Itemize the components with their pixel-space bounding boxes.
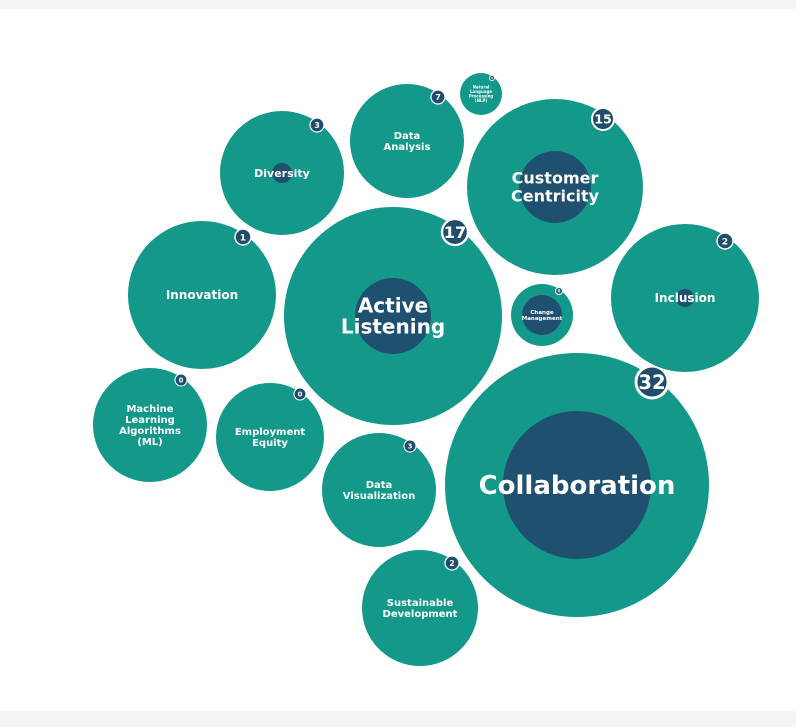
bubble-outer-circle [93, 368, 207, 482]
bubble-outer-circle [460, 73, 502, 115]
count-badge-value: 3 [314, 121, 320, 130]
count-badge [716, 232, 734, 250]
count-badge [634, 364, 670, 400]
count-badge [403, 439, 417, 453]
count-badge [591, 107, 615, 131]
count-badge [430, 89, 446, 105]
bubble-inner-circle [355, 278, 431, 354]
count-badge-value: 0 [491, 76, 493, 80]
count-badge-value: 0 [558, 288, 561, 293]
bubble-collaboration[interactable]: Collaboration 32 [445, 353, 709, 617]
count-badge-value: 2 [722, 236, 728, 247]
bubble-inner-circle [676, 289, 694, 307]
bubble-inner-circle [503, 411, 651, 559]
count-badge-value: 0 [179, 377, 184, 385]
bubble-innovation[interactable]: Innovation 1 [128, 221, 276, 369]
bubble-inner-circle [522, 295, 562, 335]
bubble-label: Innovation [166, 288, 238, 302]
count-badge-value: 0 [298, 391, 303, 399]
bubble-outer-circle [322, 433, 436, 547]
count-badge-value: 15 [594, 112, 612, 127]
count-badge-value: 17 [444, 223, 466, 242]
bubble-outer-circle [362, 550, 478, 666]
count-badge-value: 2 [449, 559, 455, 568]
bubble-inner-circle [272, 163, 292, 183]
count-badge-value: 3 [408, 443, 413, 451]
count-badge-value: 32 [638, 371, 665, 394]
count-badge [174, 373, 188, 387]
count-badge [489, 75, 495, 81]
count-badge [293, 387, 307, 401]
bubble-outer-circle [128, 221, 276, 369]
bubble-outer-circle [350, 84, 464, 198]
count-badge [444, 555, 460, 571]
bubble-label: Diversity [254, 167, 310, 180]
count-badge [234, 228, 252, 246]
count-badge-value: 7 [435, 93, 441, 102]
bubble-inner-circle [519, 151, 591, 223]
bubble-inclusion[interactable]: Inclusion 2 [611, 224, 759, 372]
count-badge [309, 117, 325, 133]
bubble-label: Collaboration [479, 471, 676, 501]
count-badge [555, 287, 563, 295]
bubble-outer-circle [216, 383, 324, 491]
count-badge-value: 1 [240, 232, 246, 243]
bubble-label: Inclusion [655, 291, 716, 305]
count-badge [440, 217, 470, 247]
bubble-diversity[interactable]: Diversity 3 [220, 111, 344, 235]
